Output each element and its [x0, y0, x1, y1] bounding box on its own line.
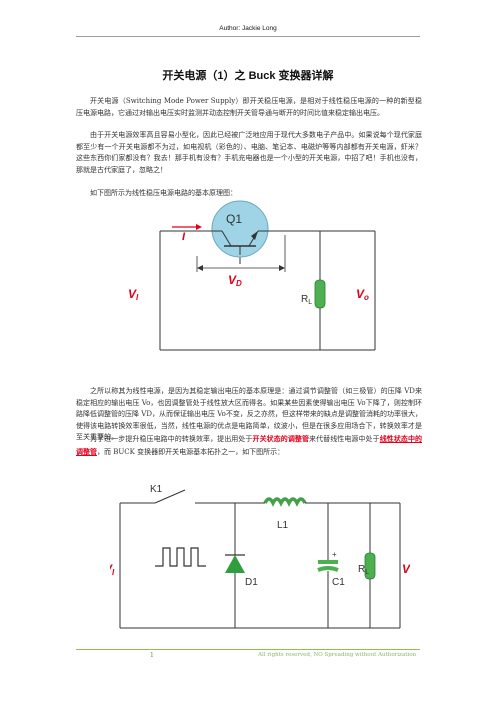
pwm-waveform-icon	[155, 547, 206, 567]
svg-text:Vo: Vo	[402, 562, 410, 577]
capacitor-plus: +	[332, 550, 337, 559]
page-number: 1	[150, 652, 154, 659]
c1-label: C1	[332, 577, 345, 588]
svg-text:RL: RL	[358, 564, 369, 576]
paragraph-linear-intro: 如下图所示为线性稳压电源电路的基本原理图：	[90, 189, 237, 197]
k1-label: K1	[150, 484, 163, 495]
header-divider	[76, 36, 420, 37]
text-segment: ，而 BUCK 变换器即开关电源基本拓扑之一，如下图所示：	[97, 447, 285, 456]
highlight-switch-state: 开关状态的调整管	[252, 434, 310, 443]
current-label: I	[182, 231, 186, 243]
rl2-subscript: L	[365, 569, 369, 576]
vi2-label: V	[110, 562, 113, 576]
paragraph-applications: 由于开关电源效率高且容易小型化，因此已经被广泛地应用于现代大多数电子产品中。如果…	[76, 131, 422, 174]
vd-subscript: D	[236, 279, 242, 288]
rl-subscript: L	[308, 299, 312, 306]
vo-subscript: o	[364, 293, 369, 302]
transistor-q1	[211, 200, 269, 258]
paragraph-linear-explanation: 之所以称其为线性电源，是因为其稳定输出电压的基本原理是：通过调节调整管（如三极管…	[76, 387, 422, 441]
buck-converter-circuit: K1 L1 D1 + C1 RL VI Vo	[110, 478, 410, 638]
text-segment: 为了进一步提升稳压电路中的转换效率，提出用处于	[90, 435, 253, 443]
paragraph-buck-intro: 为了进一步提升稳压电路中的转换效率，提出用处于开关状态的调整管来代替线性电源中处…	[76, 433, 422, 458]
vo-label: V	[356, 287, 365, 301]
vi-label: V	[128, 287, 137, 301]
inductor-l1	[263, 497, 307, 507]
header-author: Author: Jackie Long	[219, 25, 277, 32]
vi-subscript: I	[136, 293, 139, 302]
d1-label: D1	[245, 577, 258, 588]
q1-label: Q1	[226, 212, 242, 226]
rl2-label: R	[358, 564, 365, 575]
svg-text:RL: RL	[301, 294, 312, 306]
l1-label: L1	[277, 520, 289, 531]
vo2-label: V	[402, 562, 410, 576]
capacitor-c1	[318, 560, 338, 564]
svg-text:Vo: Vo	[356, 287, 369, 302]
highlight-linear-state: 线性状态中的调整管	[76, 434, 423, 456]
paragraph-intro: 开关电源（Switching Mode Power Supply）即开关稳压电源…	[76, 97, 422, 117]
page-title: 开关电源（1）之 Buck 变换器详解	[162, 70, 334, 82]
rl-label: R	[301, 294, 308, 305]
load-resistor	[314, 279, 326, 309]
svg-text:VD: VD	[228, 273, 242, 288]
diode-d1	[225, 555, 245, 573]
svg-text:VI: VI	[110, 562, 115, 577]
text-segment: 来代替线性电源中处于	[309, 435, 380, 443]
vd-label: V	[228, 273, 237, 287]
footer-divider	[76, 649, 420, 650]
svg-text:VI: VI	[128, 287, 139, 302]
linear-regulator-circuit: Q1 I VD VI RL Vo	[110, 200, 390, 365]
vi2-subscript: I	[112, 568, 115, 577]
footer-rights: All rights reserved, NO Spreading withou…	[258, 652, 417, 658]
